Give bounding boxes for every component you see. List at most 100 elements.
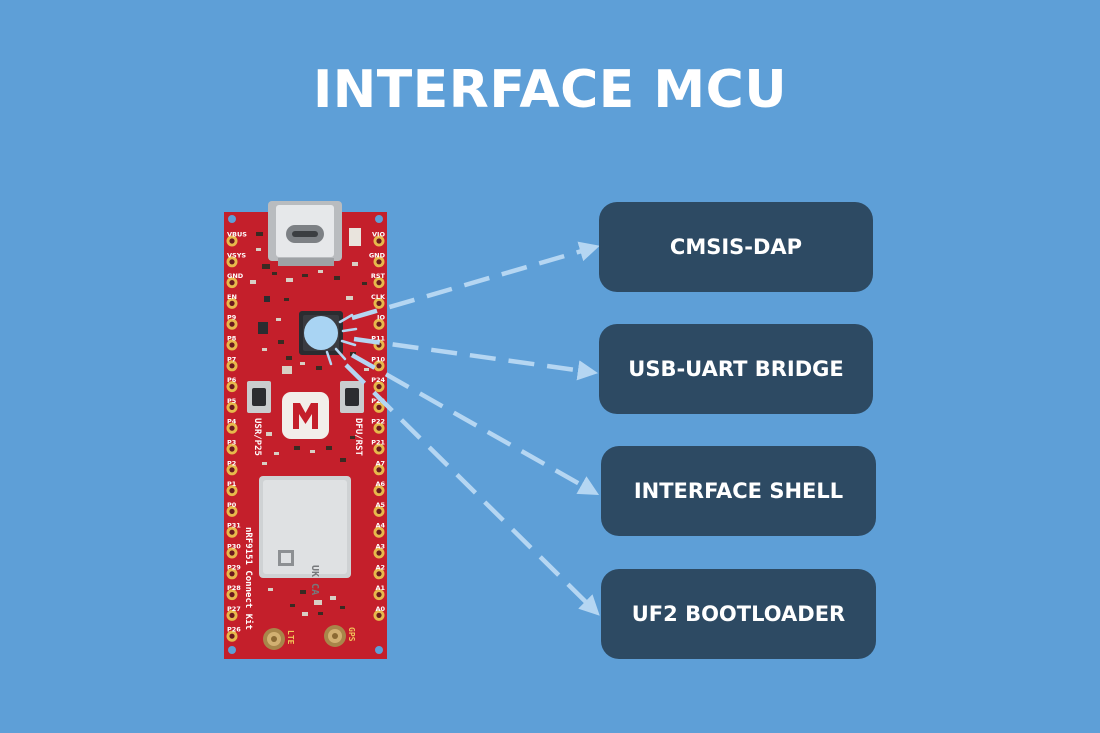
pin-hole	[376, 488, 382, 494]
lte-antenna-connector	[263, 628, 285, 650]
smd-component	[278, 340, 284, 344]
smd-component	[262, 264, 270, 269]
smd-component	[262, 348, 267, 351]
pin-hole	[376, 280, 382, 286]
pin-label: A1	[375, 584, 385, 592]
pin-hole	[229, 300, 235, 306]
lte-label: LTE	[286, 630, 295, 645]
pin-label: A3	[375, 543, 385, 551]
smd-component	[362, 282, 367, 285]
pin-label: A7	[375, 459, 385, 467]
feature-label: USB-UART BRIDGE	[628, 357, 844, 381]
smd-component	[264, 296, 270, 302]
smd-component	[340, 606, 345, 609]
pin-hole	[376, 342, 382, 348]
pin-hole	[229, 571, 235, 577]
feature-label: CMSIS-DAP	[669, 235, 803, 259]
pin-hole	[376, 508, 382, 514]
smd-component	[326, 446, 332, 450]
usb-c-connector	[268, 201, 342, 266]
pin-hole	[229, 425, 235, 431]
gps-label: GPS	[347, 627, 356, 642]
pin-hole	[229, 467, 235, 473]
smd-component	[262, 462, 267, 465]
smd-component	[316, 366, 322, 370]
pin-label: P22	[371, 418, 385, 426]
gps-antenna-connector	[324, 625, 346, 647]
pin-hole	[229, 633, 235, 639]
pin-hole	[376, 363, 382, 369]
smd-component	[258, 322, 268, 334]
smd-component	[340, 458, 346, 462]
smd-component	[330, 596, 336, 600]
pin-hole	[229, 612, 235, 619]
feature-label: UF2 BOOTLOADER	[631, 602, 846, 626]
smd-component	[350, 352, 356, 356]
pin-label: A6	[375, 480, 385, 488]
pin-hole	[229, 259, 235, 265]
pin-label: P30	[227, 543, 241, 551]
pin-hole	[376, 592, 382, 598]
pin-hole	[229, 384, 235, 390]
smd-component	[272, 272, 277, 275]
pin-hole	[229, 363, 235, 369]
pin-hole	[229, 446, 235, 452]
pin-hole	[229, 529, 235, 535]
pin-hole	[376, 259, 382, 265]
page-title: INTERFACE MCU	[312, 60, 788, 120]
smd-component	[250, 280, 256, 284]
pin-hole	[376, 612, 382, 619]
pin-label: CLK	[371, 293, 386, 301]
pin-label: P4	[227, 418, 237, 426]
smd-component	[300, 590, 306, 594]
pin-label: P23	[371, 397, 385, 405]
smd-component	[302, 274, 308, 277]
pin-label: P31	[227, 522, 241, 530]
interface-mcu-chip	[299, 311, 343, 355]
pin-hole	[376, 550, 382, 556]
pin-label: RST	[371, 272, 386, 280]
pin-hole	[376, 384, 382, 390]
pin-hole	[376, 238, 382, 244]
feature-box-usb-uart-bridge: USB-UART BRIDGE	[599, 324, 873, 414]
pin-label: P2	[227, 459, 236, 467]
pin-hole	[376, 467, 382, 473]
pin-label: IO	[377, 314, 385, 322]
feature-box-cmsis-dap: CMSIS-DAP	[599, 202, 873, 292]
smd-component	[334, 276, 340, 280]
pin-hole	[376, 404, 382, 410]
pin-label: P6	[227, 376, 237, 384]
pin-hole	[229, 321, 235, 327]
pin-label: P1	[227, 480, 237, 488]
smd-component	[300, 362, 305, 365]
pin-label: GND	[369, 251, 386, 259]
pin-label: EN	[227, 293, 237, 301]
pin-label: P9	[227, 314, 237, 322]
pin-label: A0	[375, 605, 385, 613]
pin-label: P10	[371, 355, 385, 363]
smd-component	[268, 588, 273, 591]
smd-component	[364, 368, 369, 371]
pin-label: A5	[375, 501, 385, 509]
mounting-hole	[375, 646, 383, 654]
pin-label: GND	[227, 272, 244, 280]
smd-component	[276, 318, 281, 321]
pin-hole	[229, 342, 235, 348]
pin-label: P26	[227, 626, 241, 634]
smd-component	[352, 262, 358, 266]
smd-component	[318, 270, 323, 273]
nrf9151-module: UK CA	[259, 476, 351, 595]
pin-label: VIO	[372, 231, 385, 239]
dfu-button-label: DFU/RST	[353, 418, 363, 457]
dfu-button	[340, 381, 364, 413]
pin-hole	[376, 571, 382, 577]
mounting-hole	[375, 215, 383, 223]
pin-hole	[229, 488, 235, 494]
pin-label: A4	[375, 522, 385, 530]
pin-hole	[376, 300, 382, 306]
smd-component	[290, 604, 295, 607]
usr-button-label: USR/P25	[252, 418, 262, 456]
pin-hole	[229, 238, 235, 244]
smd-component	[266, 432, 272, 436]
